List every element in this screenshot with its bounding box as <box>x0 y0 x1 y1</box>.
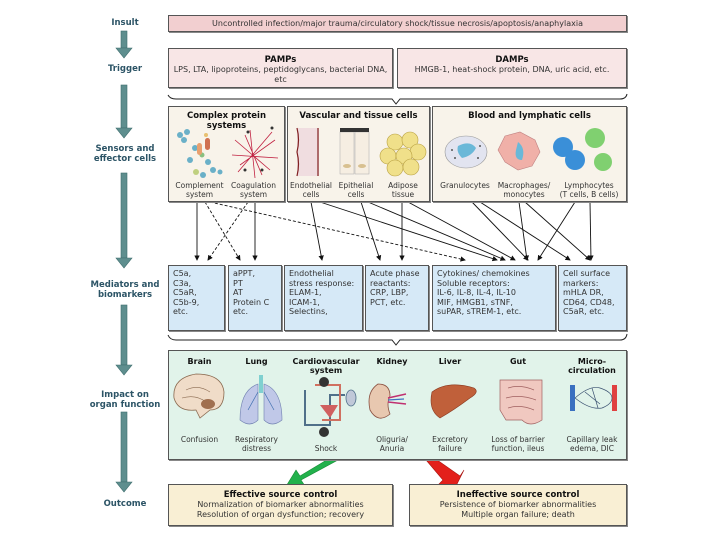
organ-effect: Shock <box>314 444 338 453</box>
outcome-effective-title: Effective source control <box>223 490 338 500</box>
organ-effect: Loss of barrier function, ileus <box>491 435 545 453</box>
stage-label-sensors: Sensors and effector cells <box>93 144 157 164</box>
sensor-caption: Lymphocytes (T cells, B cells) <box>559 181 619 199</box>
complement-icon <box>177 129 223 178</box>
liver-icon <box>430 384 477 419</box>
arrow-granulocytes-cytokines <box>471 201 529 261</box>
sensor-group-title: Blood and lymphatic cells <box>468 111 591 121</box>
organ-name: Kidney <box>376 357 408 366</box>
coagulation-icon <box>231 126 279 179</box>
arrow-coag-complement-dashed <box>207 201 249 261</box>
arrow-adipose-cytokines <box>407 201 516 261</box>
organ-effect: Respiratory distress <box>235 435 278 453</box>
organ-effect: Excretory failure <box>432 435 468 453</box>
mediator-acute-phase: Acute phase reactants: CRP, LBP, PCT, et… <box>365 265 429 331</box>
brain-icon <box>173 373 225 419</box>
organ-effect: Capillary leak edema, DIC <box>566 435 618 453</box>
mediator-complement: C5a, C3a, C5aR, C5b-9, etc. <box>168 265 225 331</box>
sensor-caption: Coagulation system <box>231 181 276 199</box>
sensor-caption: Adipose tissue <box>388 181 418 199</box>
sensor-group-title: Vascular and tissue cells <box>299 111 418 121</box>
organ-name: Lung <box>245 357 268 366</box>
arrow-macrophages-surface <box>524 201 591 261</box>
mediator-bracket <box>167 333 628 346</box>
organ-name: Liver <box>438 357 462 366</box>
lymphocyte-icon <box>553 128 612 171</box>
organ-name: Gut <box>509 357 527 366</box>
outcome-ineffective-line: Multiple organ failure; death <box>461 510 575 519</box>
pamps-title: PAMPs <box>264 55 297 65</box>
outcome-ineffective: Ineffective source control Persistence o… <box>409 484 627 526</box>
stage-label-insult: Insult <box>111 18 139 28</box>
mediator-endothelial: Endothelial stress response: ELAM-1, ICA… <box>284 265 363 331</box>
sensor-caption: Granulocytes <box>440 181 490 190</box>
organ-effect: Oliguria/ Anuria <box>376 435 408 453</box>
stage-arrow-trigger-sensors <box>115 84 133 139</box>
mediator-coagulation: aPPT, PT AT Protein C etc. <box>228 265 282 331</box>
arrow-endothelial-stress <box>310 201 324 261</box>
macrophage-icon <box>497 131 541 171</box>
organ-effect: Confusion <box>180 435 219 444</box>
insult-box: Uncontrolled infection/major trauma/circ… <box>168 15 627 32</box>
mediator-cytokines: Cytokines/ chemokines Soluble receptors:… <box>432 265 556 331</box>
stage-arrow-mediators-impact <box>115 304 133 376</box>
epithelial-icon <box>339 128 370 175</box>
sensor-group-protein: Complex protein systems <box>168 106 285 202</box>
arrow-epithelial-acute <box>360 201 382 261</box>
stage-arrow-impact-outcome <box>115 411 133 493</box>
mediator-cell-surface: Cell surface markers: mHLA DR, CD64, CD4… <box>558 265 627 331</box>
arrow-lymphocytes-cytokines <box>537 201 576 261</box>
sensor-caption: Epithelial cells <box>338 181 374 199</box>
outcome-effective: Effective source control Normalization o… <box>168 484 393 526</box>
arrow-complement-coag-dashed <box>204 201 241 261</box>
cardiovascular-icon <box>304 377 357 437</box>
endothelial-icon <box>296 127 319 177</box>
arrow-epithelial-cytokines <box>367 201 506 261</box>
arrow-complement-cytokines-dashed <box>209 201 466 262</box>
arrow-lymphocytes-surface <box>588 201 594 261</box>
organ-name: Cardiovascular system <box>292 357 360 375</box>
kidney-icon <box>368 383 407 419</box>
gut-icon <box>499 379 543 425</box>
arrow-macrophages-cytokines <box>518 201 530 261</box>
pamps-text: LPS, LTA, lipoproteins, peptidoglycans, … <box>173 65 388 84</box>
microcirculation-icon <box>570 385 617 411</box>
trigger-bracket <box>167 93 628 105</box>
stage-label-mediators: Mediators and biomarkers <box>90 280 160 300</box>
lung-icon <box>239 375 283 425</box>
sensor-caption: Complement system <box>175 181 224 199</box>
sensor-group-title: Complex protein systems <box>186 111 267 131</box>
stage-label-trigger: Trigger <box>107 64 143 74</box>
outcome-effective-line: Normalization of biomarker abnormalities <box>197 500 364 509</box>
arrow-endothelial-cytokines <box>319 201 498 262</box>
stage-arrow-sensors-mediators <box>115 172 133 269</box>
sensor-caption: Macrophages/ monocytes <box>497 181 551 199</box>
arrow-granulocytes-surface <box>479 201 571 261</box>
outcome-ineffective-title: Ineffective source control <box>456 490 580 500</box>
stage-label-impact: Impact on organ function <box>89 390 161 410</box>
damps-title: DAMPs <box>495 55 529 65</box>
organ-name: Micro- circulation <box>568 357 616 375</box>
adipose-icon <box>379 131 427 177</box>
damps-box: DAMPs HMGB-1, heat-shock protein, DNA, u… <box>397 48 627 88</box>
insult-text: Uncontrolled infection/major trauma/circ… <box>212 19 583 28</box>
damps-text: HMGB-1, heat-shock protein, DNA, uric ac… <box>414 65 610 74</box>
granulocyte-icon <box>444 135 488 169</box>
outcome-ineffective-line: Persistence of biomarker abnormalities <box>439 500 597 509</box>
pamps-box: PAMPs LPS, LTA, lipoproteins, peptidogly… <box>168 48 393 88</box>
stage-arrow-insult-trigger <box>115 30 133 59</box>
organ-name: Brain <box>187 357 212 366</box>
outcome-effective-line: Resolution of organ dysfunction; recover… <box>196 510 365 519</box>
stage-label-outcome: Outcome <box>103 499 147 509</box>
sensor-caption: Endothelial cells <box>290 181 332 199</box>
